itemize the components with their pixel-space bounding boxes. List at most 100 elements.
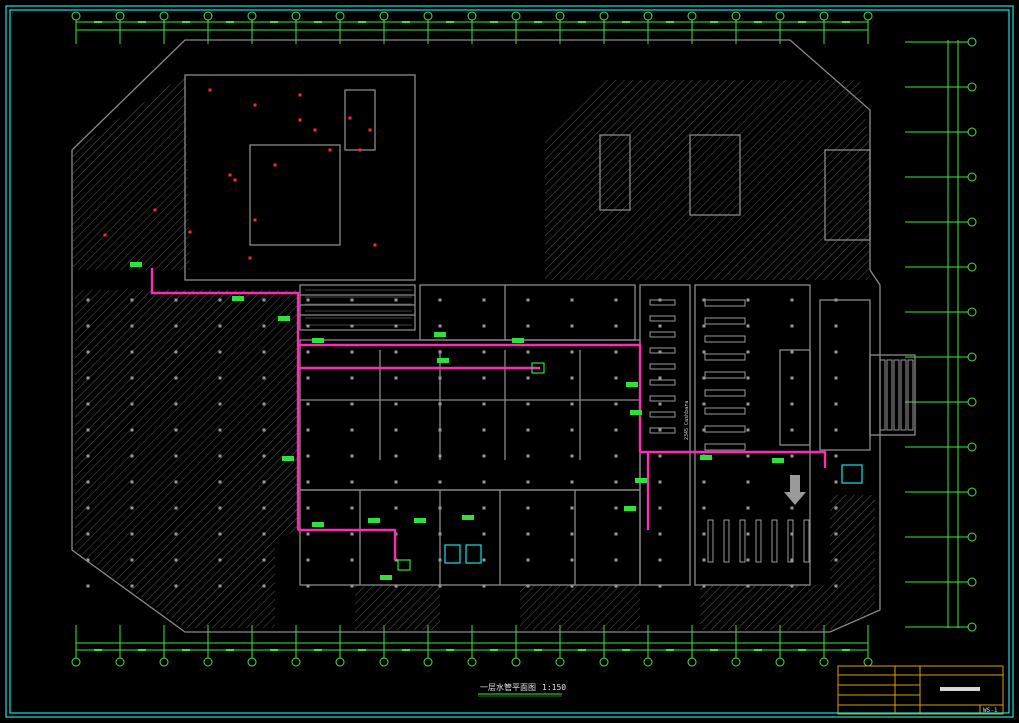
column [614,376,618,380]
loading-bay [879,359,886,431]
column [394,480,398,484]
column [394,506,398,510]
grid-bubble [467,657,477,667]
column [218,454,222,458]
column [350,376,354,380]
dimension-text [490,21,498,23]
pipe-tag [414,518,426,523]
pipe-tag [700,455,712,460]
grid-bubble [731,657,741,667]
column [834,584,838,588]
column [746,402,750,406]
column [262,428,266,432]
dimension-text [534,21,542,23]
column [262,480,266,484]
column [658,376,662,380]
column [526,558,530,562]
column [790,376,794,380]
shelf-row [704,389,746,397]
column [790,558,794,562]
column [834,402,838,406]
column [218,480,222,484]
pipe-tag [282,456,294,461]
column [174,584,178,588]
column [526,584,530,588]
grid-axis-right [905,37,977,632]
checkout-lane [649,347,676,354]
column [218,298,222,302]
grid-bubble [775,657,785,667]
column [702,350,706,354]
column [790,350,794,354]
column [746,298,750,302]
grid-bubble [71,657,81,667]
fixture-marker [373,243,377,247]
grid-bubble [775,11,785,21]
shelf-rack [739,519,746,563]
grid-bubble [687,657,697,667]
column [834,376,838,380]
column [658,506,662,510]
column [482,350,486,354]
grid-bubble [863,11,873,21]
column [130,454,134,458]
column [130,506,134,510]
grid-bubble [731,11,741,21]
column [658,428,662,432]
column [746,376,750,380]
grid-bubble [967,307,977,317]
column [130,584,134,588]
shelf-row [704,317,746,325]
pipe-tag [462,515,474,520]
column [790,324,794,328]
column [350,350,354,354]
column [482,376,486,380]
sheet-inner-border [9,9,1010,714]
dimension-text [622,649,630,651]
dimension-text [138,21,146,23]
checkout-lane [649,427,676,434]
grid-bubble [71,11,81,21]
column [702,558,706,562]
grid-bubble [247,657,257,667]
grid-bubble [819,657,829,667]
column [570,558,574,562]
column [658,350,662,354]
column [570,350,574,354]
column [86,480,90,484]
dimension-text [578,21,586,23]
shelf-row [704,299,746,307]
column [306,298,310,302]
hatched-zone-right [830,495,875,630]
column [350,402,354,406]
dimension-text [402,21,410,23]
column [482,298,486,302]
column [438,428,442,432]
fixture-marker [233,178,237,182]
column [570,298,574,302]
column [614,402,618,406]
dimension-text [446,21,454,23]
sheet-border [5,5,1014,718]
grid-bubble [687,11,697,21]
pipe-tag [772,458,784,463]
column [570,532,574,536]
hatched-zone-nw [72,75,190,270]
column [438,558,442,562]
grid-bubble [599,11,609,21]
column [482,402,486,406]
shelf-rack [723,519,730,563]
drawing-scale: 1:150 [542,683,566,692]
column [218,532,222,536]
pipe-tag [635,478,647,483]
flow-arrow-icon [784,475,806,505]
fixture-marker [313,128,317,132]
column [790,298,794,302]
checkout-lane [649,395,676,402]
column [834,298,838,302]
dimension-text [182,649,190,651]
column [262,532,266,536]
grid-bubble [203,11,213,21]
column [526,324,530,328]
column [262,298,266,302]
